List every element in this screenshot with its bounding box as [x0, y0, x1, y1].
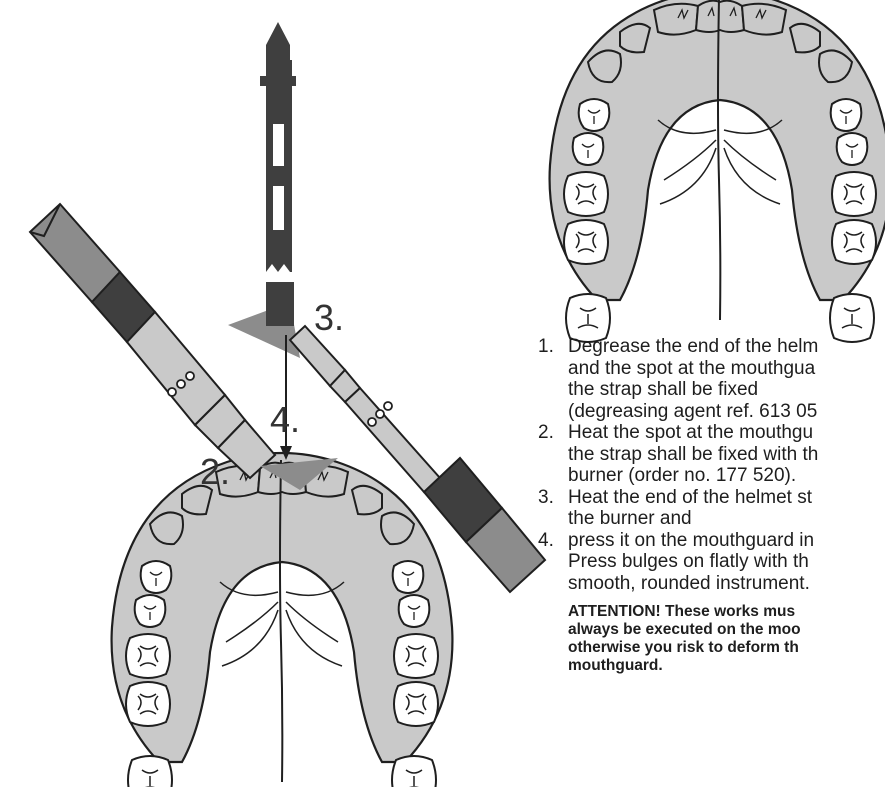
step-number: 4. [538, 530, 554, 552]
step-line: smooth, rounded instrument. [568, 573, 885, 595]
label-step-3: 3. [314, 300, 344, 336]
step-line: Heat the end of the helmet st [568, 487, 885, 509]
attention-line: ATTENTION! These works mus [568, 603, 885, 621]
label-step-2: 2. [200, 454, 230, 490]
mouthguard-top-right [550, 0, 885, 342]
step-line: Press bulges on flatly with th [568, 551, 885, 573]
press-arrow [280, 335, 292, 460]
step-line: burner (order no. 177 520). [568, 465, 885, 487]
helmet-strap [260, 12, 296, 326]
step-line: the strap shall be fixed with th [568, 444, 885, 466]
attention-line: otherwise you risk to deform th [568, 639, 885, 657]
step-line: Degrease the end of the helm [568, 336, 885, 358]
step-line: Heat the spot at the mouthgu [568, 422, 885, 444]
label-step-4: 4. [270, 402, 300, 438]
attention-line: always be executed on the moo [568, 621, 885, 639]
mouthguard-bottom-left [112, 453, 453, 787]
instruction-step-3: 3. Heat the end of the helmet st the bur… [538, 487, 885, 530]
step-line: and the spot at the mouthgua [568, 358, 885, 380]
step-line: the strap shall be fixed [568, 379, 885, 401]
step-number: 3. [538, 487, 554, 509]
step-line: the burner and [568, 508, 885, 530]
instruction-step-1: 1. Degrease the end of the helm and the … [538, 336, 885, 422]
instruction-list: 1. Degrease the end of the helm and the … [538, 336, 885, 776]
instruction-step-2: 2. Heat the spot at the mouthgu the stra… [538, 422, 885, 487]
step-number: 2. [538, 422, 554, 444]
attention-note: ATTENTION! These works mus always be exe… [538, 603, 885, 675]
attention-line: mouthguard. [568, 657, 885, 675]
step-number: 1. [538, 336, 554, 358]
instruction-step-4: 4. press it on the mouthguard in Press b… [538, 530, 885, 595]
step-line: press it on the mouthguard in [568, 530, 885, 552]
step-line: (degreasing agent ref. 613 05 [568, 401, 885, 423]
